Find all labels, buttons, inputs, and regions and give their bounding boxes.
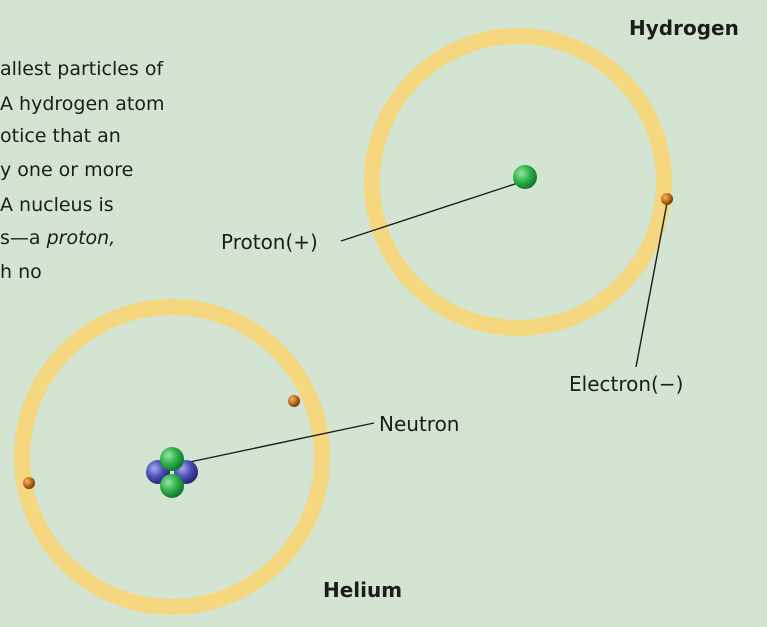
text-line-7: h no	[0, 261, 42, 283]
helium-electron	[288, 395, 300, 407]
text-line-6: s—a proton,	[0, 226, 115, 250]
text-line-5: A nucleus is	[0, 194, 114, 216]
proton-label: Proton(+)	[221, 230, 318, 254]
hydrogen-orbit	[364, 28, 672, 336]
electron-label: Electron(−)	[569, 372, 684, 396]
text-line-2: A hydrogen atom	[0, 93, 165, 115]
neutron-leader-line	[184, 422, 375, 464]
text-line-1: allest particles of	[0, 58, 164, 80]
helium-title: Helium	[323, 578, 403, 602]
neutron-label: Neutron	[379, 412, 460, 436]
hydrogen-proton	[513, 165, 537, 189]
helium-proton	[160, 474, 184, 498]
proton-leader-line	[340, 182, 519, 242]
text-line-3: otice that an	[0, 125, 121, 147]
helium-electron	[23, 477, 35, 489]
proton-term: proton,	[46, 227, 116, 249]
electron-leader-line	[635, 202, 668, 368]
hydrogen-electron	[661, 193, 673, 205]
helium-proton	[160, 447, 184, 471]
text-line-6-start: s—a	[0, 227, 47, 249]
text-line-4: y one or more	[0, 159, 134, 181]
hydrogen-title: Hydrogen	[629, 16, 739, 40]
helium-orbit	[14, 299, 330, 615]
